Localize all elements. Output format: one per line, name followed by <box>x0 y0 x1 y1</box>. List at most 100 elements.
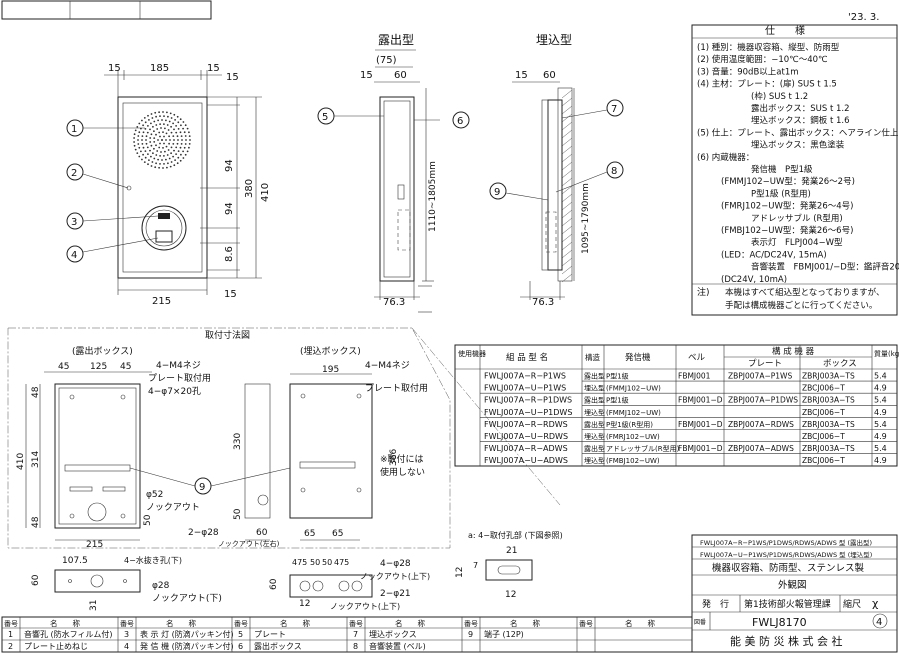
model-table: 使用機器 組 品 型 名 構造 発信機 ベル 構 成 機 器 プレート ボックス… <box>454 344 899 467</box>
flush-side-view: 埋込型 15 60 76.3 1095~1790mm 7 8 9 <box>489 33 624 308</box>
th-struct: 構造 <box>585 352 600 362</box>
dim-flush-height: 1095~1790mm <box>581 183 591 254</box>
cell-mass: 5.4 <box>874 444 887 453</box>
callout-5: 5 <box>322 112 328 123</box>
parts-header-name: 名 称 <box>280 618 310 628</box>
dim-front-380: 380 <box>244 179 255 198</box>
dim-ebox-48b: 48 <box>31 516 41 528</box>
tb-drawing-no: FWLJ8170 <box>752 616 807 629</box>
dim-fbox-366: 366 <box>389 449 399 466</box>
cell-box: ZBRJ003A−TS <box>802 396 855 405</box>
cell-box: ZBRJ003A−TS <box>802 444 855 453</box>
part-name: 発 信 機 (防滴パッキン付) <box>140 641 234 651</box>
dim-fbox-65a: 65 <box>304 529 315 539</box>
mount-drawing: 取付寸法図 (露出ボックス) (埋込ボックス) 45 125 45 48 314… <box>7 327 561 550</box>
cell-sender: (FMBJ102−UW) <box>606 457 660 465</box>
dim-front-right-94b: 94 <box>224 202 235 215</box>
parts-header-no: 番号 <box>4 620 18 628</box>
part-name: プレート止めねじ <box>24 641 88 651</box>
ebox-note-knock: ノックアウト <box>146 502 200 513</box>
dim-ebox-45b: 45 <box>120 362 131 372</box>
dim-flush-60: 60 <box>543 70 556 81</box>
callout-1: 1 <box>71 124 77 135</box>
part-name: 音響孔 (防水フィルム付) <box>24 629 112 639</box>
part-no: 7 <box>353 630 358 639</box>
ebox-28: φ28 <box>152 581 170 591</box>
exposed-side-view: 露出型 (75) 15 60 76.3 1110~1805mm 5 6 <box>317 33 470 313</box>
cell-bell: FBMJ001−D <box>678 444 723 453</box>
dim-fbox-475b: 475 <box>334 558 349 567</box>
cell-plate: ZBPJ007A−ADWS <box>728 444 794 453</box>
dim-exposed-60: 60 <box>394 70 407 81</box>
ebox-drain-hole: 4−水抜き孔(下) <box>124 555 182 565</box>
fbox-note-a: ※取付には <box>380 454 424 465</box>
fbox-28: 4−φ28 <box>380 559 411 569</box>
cell-model: FWLJ007A−U−P1DWS <box>484 408 572 417</box>
spec-line: (枠) SUS t 1.2 <box>751 91 808 102</box>
ebox-knockout <box>87 502 107 522</box>
cell-sender: アドレッサブル(R型用) <box>606 444 680 453</box>
date-text: '23. 3. <box>848 12 879 23</box>
dim-exposed-15: 15 <box>360 70 373 81</box>
spec-line: (2) 使用温度範囲：−10℃〜40℃ <box>697 54 828 65</box>
spec-line: (LED：AC/DC24V, 15mA) <box>721 250 827 260</box>
callout-4: 4 <box>71 250 77 261</box>
part-name: 端子 (12P) <box>484 629 524 639</box>
callout-3: 3 <box>71 217 77 228</box>
spec-line: (FMMJ102−UW型：発業26〜2号) <box>721 176 855 187</box>
tb-issuer: 第1技術部火報管理課 <box>744 598 831 610</box>
parts-header-no: 番号 <box>579 620 593 628</box>
tb-issue-label: 発 行 <box>702 598 729 610</box>
cell-bell: FBMJ001−D <box>678 396 723 405</box>
cell-struct: 埋込型 <box>584 384 605 393</box>
fbox-bottom-60: 60 <box>269 578 279 590</box>
parts-header-no: 番号 <box>120 620 134 628</box>
ebox-28-knock: ノックアウト(下) <box>152 593 222 604</box>
callout-2: 2 <box>71 168 77 179</box>
dim-front-right-86: 8.6 <box>224 246 235 262</box>
side-knock-28: 2−φ28 <box>188 528 219 538</box>
part-name: 表 示 灯 (防滴パッキン付) <box>140 629 234 639</box>
cell-box: ZBCJ006−T <box>802 456 845 465</box>
parts-header-name: 名 称 <box>395 618 425 628</box>
tb-company: 能 美 防 災 株 式 会 社 <box>730 634 842 648</box>
fbox-28-knock: ノックアウト(上下) <box>360 572 430 581</box>
cell-sender: (FMMJ102−UW) <box>606 385 661 393</box>
spec-note-label: 注) <box>697 286 710 298</box>
tb-sheet: 4 <box>876 617 882 628</box>
cell-box: ZBRJ003A−TS <box>802 420 855 429</box>
spec-line: (FMRJ102−UW型：発業26〜4号) <box>721 201 853 212</box>
dim-ebox-1075: 107.5 <box>62 556 88 566</box>
indicator-lamp <box>158 213 170 219</box>
cell-plate: ZBPJ007A−P1WS <box>728 372 792 381</box>
spec-line: (DC24V, 10mA) <box>721 275 787 285</box>
parts-header-no: 番号 <box>234 620 248 628</box>
dim-fbox-475a: 475 <box>292 558 307 567</box>
cell-mass: 5.4 <box>874 396 887 405</box>
cell-sender: (FMMJ102−UW) <box>606 409 661 417</box>
part-name: 露出ボックス <box>254 641 302 651</box>
ebox-terminal <box>64 464 131 472</box>
front-plate-outline <box>117 96 208 279</box>
callout-6: 6 <box>457 116 463 127</box>
cell-model: FWLJ007A−R−P1DWS <box>484 396 572 405</box>
dim-front-bottom: 215 <box>152 296 171 307</box>
tb-line2: FWLJ007A−U−P1WS/P1DWS/RDWS/ADWS 型 (埋込型) <box>700 550 872 559</box>
dim-side-60: 60 <box>256 528 268 538</box>
parts-header-name: 名 称 <box>50 618 80 628</box>
cell-sender: P型1級 <box>606 396 629 405</box>
dim-fbox-195: 195 <box>322 365 339 375</box>
cell-model: FWLJ007A−R−ADWS <box>484 444 568 453</box>
cell-mass: 4.9 <box>874 384 887 393</box>
th-usage-1: 使用機器 <box>458 349 486 358</box>
ebox-note-52: φ52 <box>146 490 163 500</box>
cell-box: ZBCJ006−T <box>802 408 845 417</box>
callout-8: 8 <box>611 166 617 177</box>
